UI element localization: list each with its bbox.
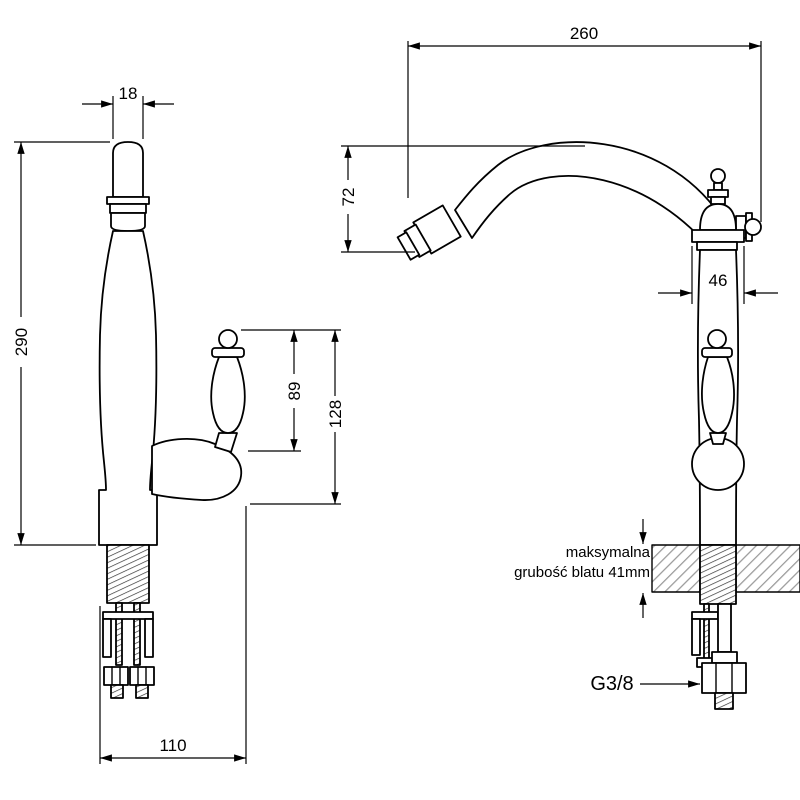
side-supply-nut — [701, 662, 747, 694]
front-stud-tip — [135, 684, 149, 699]
height-dim-label: 290 — [12, 328, 31, 356]
front-spout-tip — [112, 141, 144, 198]
side-body-ring — [696, 241, 738, 251]
dim-handle-height: 89 — [241, 329, 341, 452]
front-handle-hub — [151, 438, 243, 501]
handle-height-dim-label: 89 — [285, 382, 304, 401]
spout-drop-dim-label: 72 — [339, 188, 358, 207]
front-nut — [129, 666, 155, 686]
front-clamp-side — [102, 618, 112, 658]
front-spout-ring — [109, 203, 147, 214]
side-body-ring-wide — [691, 229, 745, 243]
countertop-note-line1: maksymalna — [566, 544, 651, 561]
side-clamp-side — [691, 618, 701, 656]
spout-reach-dim-label: 260 — [570, 24, 598, 43]
dim-spout-drop: 72 — [339, 145, 585, 253]
dim-spout-tip-width: 18 — [82, 84, 174, 139]
side-handle-ball — [707, 329, 727, 349]
front-threaded-shank — [106, 544, 150, 604]
side-supply-tip — [714, 692, 734, 710]
front-handle-ball — [218, 329, 238, 349]
dimension-annotations: 18 290 89 128 — [12, 24, 778, 764]
side-supply-pipe — [717, 603, 732, 653]
side-spout — [454, 141, 721, 259]
side-handle-disc — [701, 347, 733, 358]
front-mounting-stud — [115, 602, 123, 666]
countertop-section — [651, 544, 701, 593]
front-spout-collar — [110, 212, 146, 232]
side-view — [396, 141, 800, 710]
front-mounting-stud — [133, 602, 141, 666]
side-finial-collar — [707, 189, 729, 198]
countertop-note-line2: grubość blatu 41mm — [514, 564, 650, 581]
side-finial-stem — [713, 182, 723, 191]
front-clamp-side — [144, 618, 154, 658]
front-clamp-plate — [102, 611, 154, 620]
aerator-tip — [396, 231, 421, 261]
spout-tip-width-dim-label: 18 — [119, 84, 138, 103]
dim-height: 290 — [12, 141, 110, 546]
side-finial-ball — [710, 168, 726, 184]
side-rear-knob-ball — [744, 218, 762, 236]
body-width-dim-label: 46 — [709, 271, 728, 290]
dim-handle-overall: 128 — [250, 330, 345, 505]
side-finial-collar — [710, 196, 726, 205]
side-handle-lever — [701, 356, 735, 434]
side-handle-hub — [691, 437, 745, 491]
dim-connection-thread: G3/8 — [590, 673, 700, 695]
front-stud-tip — [110, 684, 124, 699]
countertop-section — [735, 544, 800, 593]
side-clamp-plate — [691, 611, 719, 620]
base-reach-dim-label: 110 — [159, 736, 186, 755]
side-threaded-shank — [699, 544, 737, 605]
side-aerator — [396, 204, 462, 261]
front-spout-ring — [106, 196, 150, 205]
dim-spout-reach: 260 — [407, 24, 762, 222]
front-view — [98, 141, 246, 699]
dim-body-width: 46 — [658, 246, 778, 304]
side-dome — [699, 203, 737, 231]
thread-size-label: G3/8 — [590, 673, 633, 695]
side-handle-neck — [709, 432, 727, 445]
front-handle-disc — [211, 347, 245, 358]
front-handle-lever — [210, 356, 246, 434]
side-supply-collar — [711, 651, 738, 664]
handle-overall-dim-label: 128 — [326, 400, 345, 428]
front-body — [98, 230, 158, 546]
front-nut — [103, 666, 129, 686]
dim-countertop-thickness: maksymalna grubość blatu 41mm — [514, 519, 651, 618]
dim-base-reach: 110 — [99, 506, 247, 764]
